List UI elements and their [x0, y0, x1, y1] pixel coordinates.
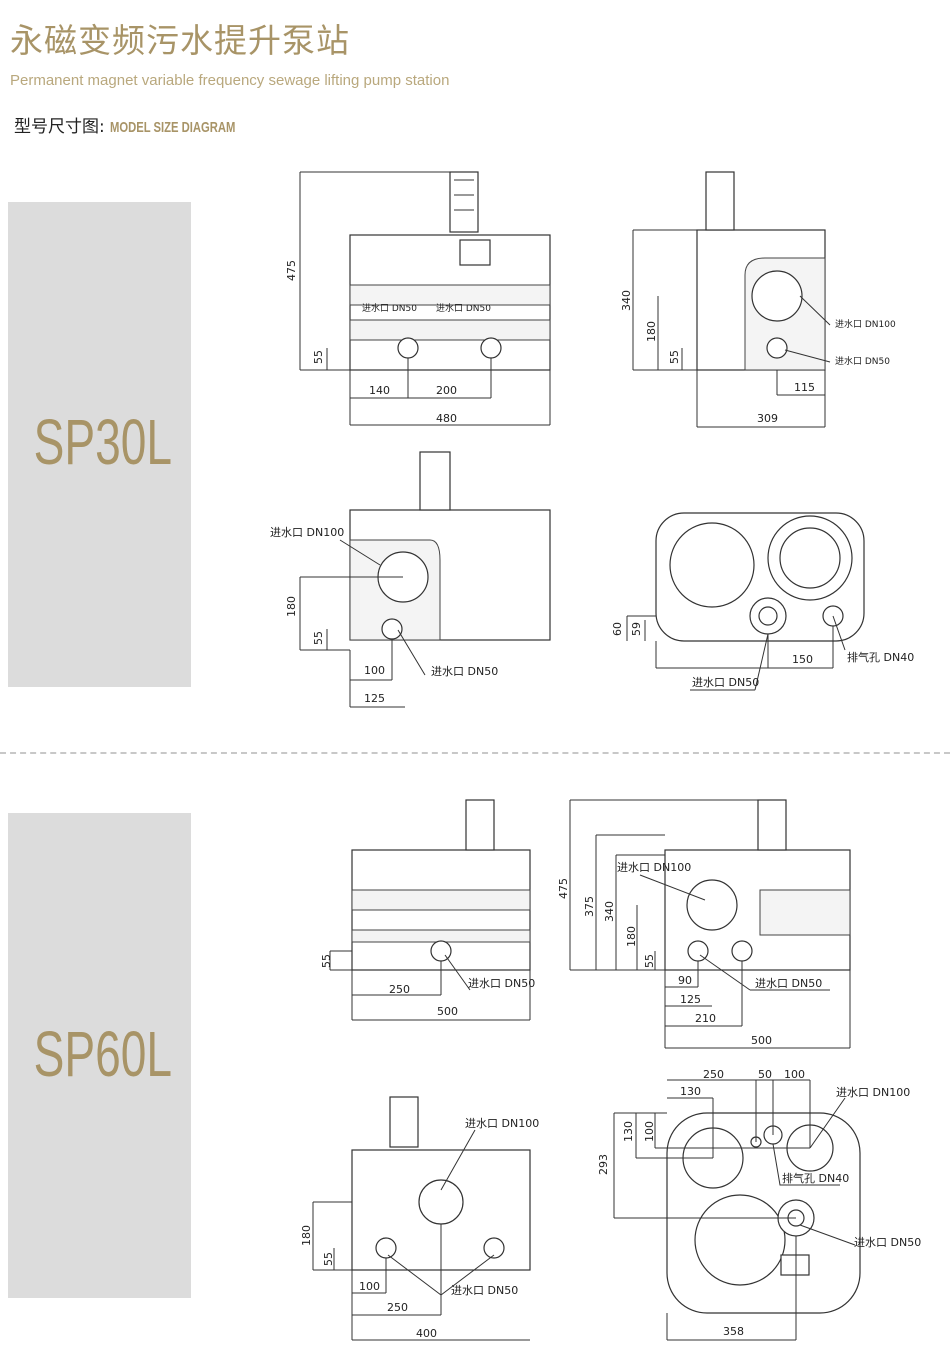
sp30l-front-drawing [299, 171, 551, 426]
sp30l-top-drawing [626, 512, 865, 691]
dim-label: 250 [389, 983, 410, 996]
dim-label: 125 [680, 993, 701, 1006]
dim-label: 358 [723, 1325, 744, 1338]
page-title: 永磁变频污水提升泵站 [10, 21, 350, 60]
inlet-label: 进水口 DN50 [835, 355, 890, 367]
section-heading: 型号尺寸图: MODEL SIZE DIAGRAM [14, 112, 277, 137]
dim-label: 55 [312, 631, 325, 645]
sp60l-side-drawing [569, 799, 851, 1049]
sp60l-top-drawing [613, 1079, 861, 1341]
dim-label: 340 [603, 901, 616, 922]
dim-label: 100 [364, 664, 385, 677]
sp60l-front-drawing [329, 799, 531, 1021]
dim-label: 210 [695, 1012, 716, 1025]
dim-label: 500 [751, 1034, 772, 1047]
section-heading-cn: 型号尺寸图: [14, 117, 105, 137]
inlet-label: 进水口 DN50 [436, 302, 491, 314]
dim-label: 293 [597, 1154, 610, 1175]
dim-label: 309 [757, 412, 778, 425]
sp60l-side-labels: 475 375 340 进水口 DN100 180 55 90 进水口 DN50… [557, 861, 822, 1047]
inlet-label: 进水口 DN100 [270, 526, 344, 539]
dim-label: 100 [784, 1068, 805, 1081]
dim-label: 90 [678, 974, 692, 987]
dim-label: 115 [794, 381, 815, 394]
inlet-label: 进水口 DN100 [617, 861, 691, 874]
dim-label: 200 [436, 384, 457, 397]
dim-label: 400 [416, 1327, 437, 1340]
dim-label: 340 [620, 290, 633, 311]
sp30l-front-labels: 475 55 140 200 480 进水口 DN50 进水口 DN50 [285, 260, 491, 425]
inlet-label: 进水口 DN50 [692, 676, 759, 689]
sp30l-side2-drawing [299, 451, 551, 708]
dim-label: 180 [625, 926, 638, 947]
dim-label: 59 [630, 622, 643, 636]
dim-label: 475 [557, 878, 570, 899]
dim-label: 180 [300, 1225, 313, 1246]
dim-label: 100 [359, 1280, 380, 1293]
inlet-label: 进水口 DN100 [835, 318, 896, 330]
dim-label: 180 [285, 596, 298, 617]
dim-label: 375 [583, 896, 596, 917]
dim-label: 125 [364, 692, 385, 705]
dim-label: 55 [322, 1252, 335, 1266]
vent-label: 排气孔 DN40 [782, 1171, 849, 1185]
sp30l-top-labels: 60 59 150 排气孔 DN40 进水口 DN50 [611, 622, 914, 689]
section-divider [0, 752, 950, 754]
inlet-label: 进水口 DN100 [465, 1117, 539, 1130]
sp30l-side-labels: 340 180 55 进水口 DN100 进水口 DN50 115 309 [620, 290, 896, 425]
inlet-label: 进水口 DN50 [431, 665, 498, 678]
inlet-label: 进水口 DN100 [836, 1086, 910, 1099]
sp30l-side-drawing [632, 171, 831, 428]
dim-label: 500 [437, 1005, 458, 1018]
dim-label: 250 [703, 1068, 724, 1081]
model-name-sp30l: SP30L [33, 406, 172, 478]
dim-label: 55 [668, 350, 681, 364]
dim-label: 480 [436, 412, 457, 425]
dim-label: 55 [320, 954, 333, 968]
dim-label: 55 [643, 954, 656, 968]
section-heading-en: MODEL SIZE DIAGRAM [110, 119, 236, 136]
inlet-label: 进水口 DN50 [362, 302, 417, 314]
dim-label: 55 [312, 350, 325, 364]
dim-label: 130 [680, 1085, 701, 1098]
dim-label: 140 [369, 384, 390, 397]
sp60l-side2-drawing [312, 1096, 531, 1341]
dim-label: 250 [387, 1301, 408, 1314]
dim-label: 50 [758, 1068, 772, 1081]
model-panel-sp60l [8, 813, 191, 1298]
dim-label: 150 [792, 653, 813, 666]
model-name-sp60l: SP60L [33, 1018, 172, 1090]
sp60l-front-labels: 55 250 进水口 DN50 500 [320, 954, 535, 1018]
inlet-label: 进水口 DN50 [451, 1284, 518, 1297]
inlet-label: 进水口 DN50 [854, 1236, 921, 1249]
sp60l-side2-labels: 进水口 DN100 180 55 100 进水口 DN50 250 400 [300, 1117, 539, 1340]
dim-label: 180 [645, 321, 658, 342]
vent-label: 排气孔 DN40 [847, 650, 914, 664]
dim-label: 100 [643, 1121, 656, 1142]
model-panel-sp30l [8, 202, 191, 687]
sp30l-side2-labels: 进水口 DN100 180 55 100 进水口 DN50 125 [270, 526, 498, 705]
dim-label: 130 [622, 1121, 635, 1142]
dim-label: 60 [611, 622, 624, 636]
sp60l-top-labels: 250 50 100 130 进水口 DN100 130 100 293 排气孔… [597, 1068, 921, 1338]
page-subtitle: Permanent magnet variable frequency sewa… [10, 72, 450, 89]
dim-label: 475 [285, 260, 298, 281]
inlet-label: 进水口 DN50 [468, 977, 535, 990]
inlet-label: 进水口 DN50 [755, 977, 822, 990]
